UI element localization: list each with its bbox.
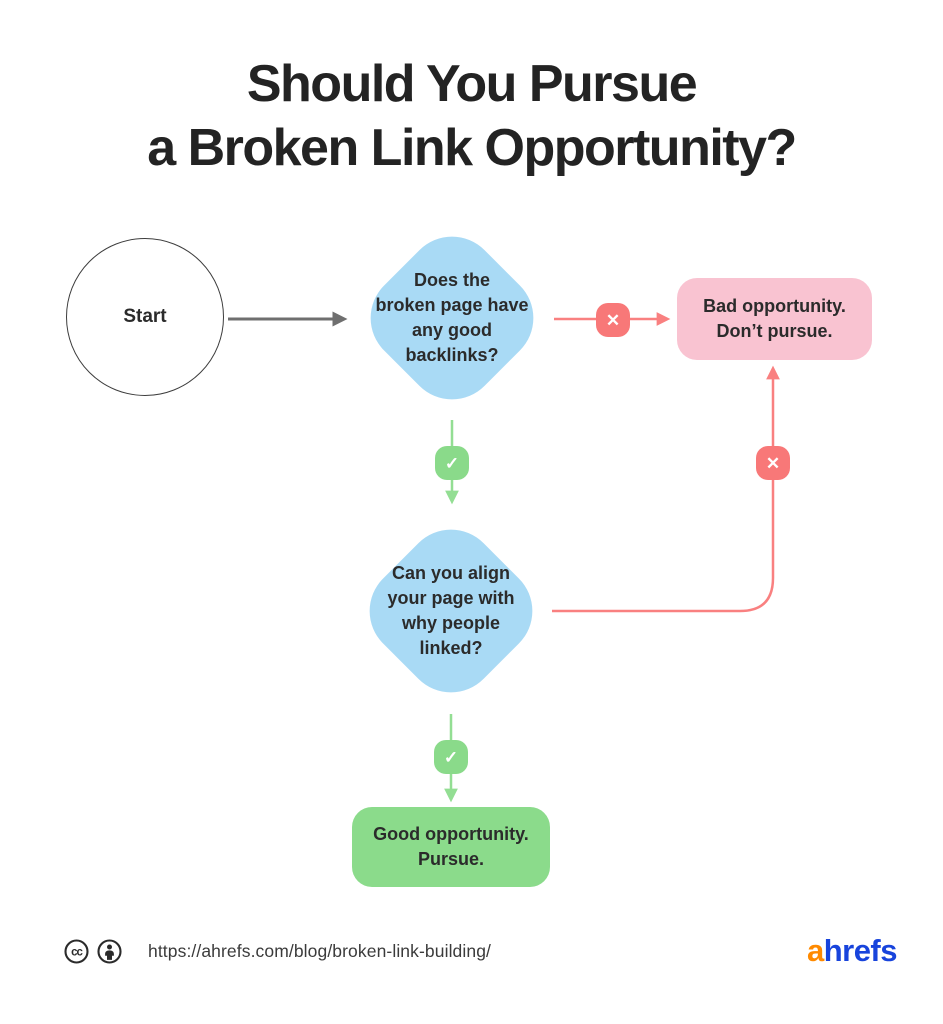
x-icon: ✕ <box>756 446 790 480</box>
x-glyph: ✕ <box>605 310 621 330</box>
cc-icon: cc <box>64 938 89 964</box>
check-glyph: ✓ <box>443 747 459 767</box>
check-icon: ✓ <box>434 740 468 774</box>
ahrefs-logo: ahrefs <box>806 933 898 969</box>
start-node-label: Start <box>123 306 167 327</box>
page-title-line-1: Should You Pursue <box>246 55 698 113</box>
arrow-no-decision2-to-bad <box>552 365 780 613</box>
page-title-line-2: a Broken Link Opportunity? <box>147 119 797 177</box>
decision2-label: Can you align your page with why people … <box>387 563 515 658</box>
decision1-label: Does the broken page have any good backl… <box>375 270 529 365</box>
start-node: Start <box>66 238 224 396</box>
attribution-person-icon <box>97 938 122 964</box>
svg-text:cc: cc <box>71 946 83 958</box>
check-glyph: ✓ <box>444 453 460 473</box>
footer: cc https://ahrefs.com/blog/broken-link-b… <box>64 933 898 969</box>
bad-opportunity-box: Bad opportunity. Don’t pursue. <box>677 278 872 360</box>
ahrefs-logo-a: a <box>806 933 824 968</box>
license-badges: cc <box>64 938 122 964</box>
good-opportunity-label: Good opportunity. Pursue. <box>373 824 529 869</box>
bad-opportunity-label: Bad opportunity. Don’t pursue. <box>703 296 846 341</box>
check-icon: ✓ <box>435 446 469 480</box>
source-url: https://ahrefs.com/blog/broken-link-buil… <box>148 940 492 961</box>
ahrefs-logo-hrefs: hrefs <box>823 933 898 968</box>
x-icon: ✕ <box>596 303 630 337</box>
x-glyph: ✕ <box>765 453 781 473</box>
page-title: Should You Pursue a Broken Link Opportun… <box>0 52 943 180</box>
good-opportunity-box: Good opportunity. Pursue. <box>352 807 550 887</box>
